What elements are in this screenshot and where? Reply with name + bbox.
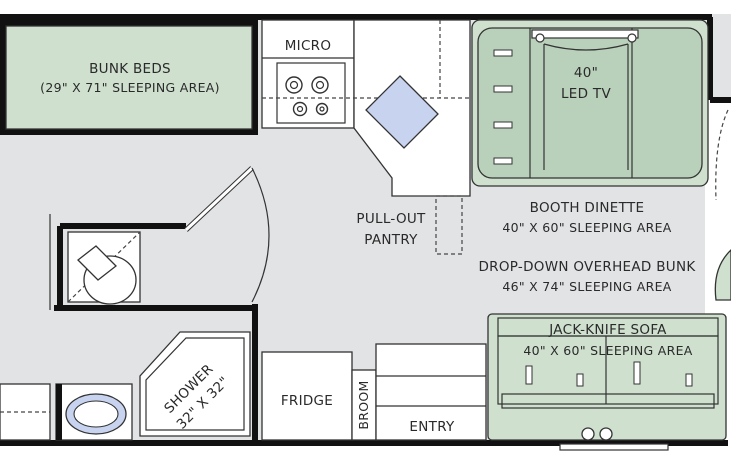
fridge-label: FRIDGE — [281, 393, 333, 409]
wheel-icon — [599, 427, 613, 441]
wheel-icon — [581, 427, 595, 441]
lavatory — [55, 383, 133, 441]
dinette-title: BOOTH DINETTE — [530, 200, 645, 216]
broom-closet: BROOM — [351, 369, 377, 441]
kitchen-counter: MICRO — [261, 19, 355, 129]
microwave-label: MICRO — [285, 38, 332, 54]
fridge: FRIDGE — [261, 351, 353, 441]
sofa-seatbelt-icons — [525, 361, 693, 387]
bunk-beds-title: BUNK BEDS — [89, 61, 171, 77]
rear-storage — [0, 383, 51, 441]
jack-knife-sofa: JACK-KNIFE SOFA 40" X 60" SLEEPING AREA — [487, 313, 727, 441]
overhead-bunk-size: 46" X 74" SLEEPING AREA — [502, 279, 671, 294]
bunk-beds-size: (29" X 71" SLEEPING AREA) — [40, 80, 220, 95]
stove-icon — [285, 76, 329, 117]
broom-label: BROOM — [356, 380, 371, 429]
toilet-icon — [67, 231, 141, 305]
exterior-walls — [0, 14, 731, 446]
dinette-size: 40" X 60" SLEEPING AREA — [502, 220, 671, 235]
cab-seat — [714, 109, 731, 301]
entry-label: ENTRY — [409, 419, 455, 435]
sink-counter — [262, 19, 471, 197]
front-step — [559, 427, 669, 451]
bathroom-walls — [49, 214, 258, 443]
booth-dinette: 40" LED TV — [471, 19, 709, 187]
shower: SHOWER 32" X 32" — [139, 331, 251, 437]
sink-icon — [365, 75, 439, 149]
tv-type: LED TV — [561, 86, 611, 102]
pantry-label-2: PANTRY — [364, 232, 418, 248]
bathroom-door — [184, 166, 270, 303]
tv-size: 40" — [574, 65, 598, 81]
sofa-title: JACK-KNIFE SOFA — [548, 322, 667, 338]
pull-out-pantry: PULL-OUT PANTRY — [356, 195, 463, 255]
tv-icon — [531, 29, 639, 170]
seatbelt-icons — [493, 49, 513, 165]
overhead-bunk-title: DROP-DOWN OVERHEAD BUNK — [478, 259, 696, 275]
entry-steps: ENTRY — [375, 343, 487, 441]
pantry-label-1: PULL-OUT — [356, 211, 426, 227]
bunk-beds: BUNK BEDS (29" X 71" SLEEPING AREA) — [0, 20, 258, 135]
sofa-size: 40" X 60" SLEEPING AREA — [523, 343, 692, 358]
